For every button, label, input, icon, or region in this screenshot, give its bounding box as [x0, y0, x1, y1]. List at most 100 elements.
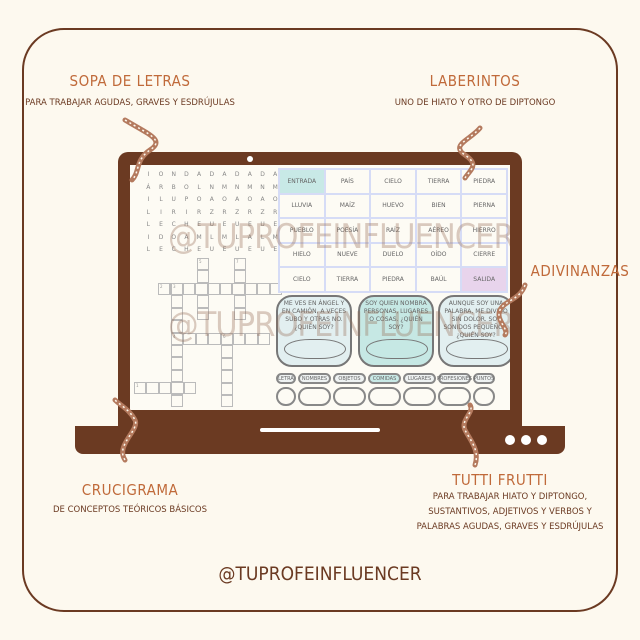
- crossword-cell[interactable]: [257, 333, 271, 346]
- maze-cell[interactable]: POESÍA: [324, 218, 371, 243]
- word-search-letter[interactable]: L: [146, 246, 151, 253]
- word-search-letter[interactable]: U: [209, 246, 214, 253]
- maze-cell[interactable]: ENTRADA: [279, 169, 325, 194]
- maze-cell[interactable]: CIELO: [279, 267, 325, 292]
- word-search-letter[interactable]: L: [210, 233, 214, 241]
- crossword-cell[interactable]: [183, 382, 196, 395]
- word-search-letter[interactable]: O: [171, 233, 177, 241]
- maze-cell[interactable]: PUEBLO: [279, 218, 325, 243]
- crossword-cell[interactable]: [195, 333, 209, 346]
- maze-cell[interactable]: CIELO: [370, 169, 416, 194]
- maze-cell[interactable]: PIERNA: [461, 193, 507, 218]
- maze-cell[interactable]: AÉREO: [415, 218, 462, 243]
- word-search-letter[interactable]: E: [273, 246, 278, 253]
- word-search-letter[interactable]: U: [260, 246, 265, 253]
- word-search-letter[interactable]: R: [222, 208, 227, 216]
- crossword-cell[interactable]: [146, 382, 159, 395]
- crossword-cell[interactable]: [171, 320, 184, 333]
- crossword-cell[interactable]: [197, 295, 210, 308]
- word-search-letter[interactable]: L: [159, 196, 163, 203]
- maze-cell[interactable]: PAÍS: [324, 169, 371, 194]
- maze-cell[interactable]: PIEDRA: [370, 267, 416, 292]
- maze-cell[interactable]: HIELO: [279, 242, 325, 267]
- word-search-letter[interactable]: O: [196, 196, 202, 203]
- crossword-cell[interactable]: [257, 283, 270, 296]
- word-search-letter[interactable]: L: [146, 221, 151, 228]
- word-search-letter[interactable]: I: [147, 233, 150, 241]
- word-search-letter[interactable]: N: [234, 183, 240, 191]
- word-search-letter[interactable]: E: [247, 221, 252, 228]
- crossword-cell[interactable]: [234, 270, 247, 283]
- word-search-letter[interactable]: I: [147, 171, 150, 178]
- word-search-letter[interactable]: M: [272, 183, 278, 191]
- word-search-letter[interactable]: E: [159, 221, 163, 228]
- word-search-letter[interactable]: D: [184, 171, 189, 178]
- word-search-letter[interactable]: U: [234, 246, 240, 253]
- word-search-letter[interactable]: M: [247, 183, 253, 191]
- word-search-letter[interactable]: E: [197, 221, 201, 228]
- word-search-letter[interactable]: Z: [235, 208, 240, 216]
- crossword-cell[interactable]: 4: [171, 333, 184, 346]
- word-search-letter[interactable]: M: [221, 233, 228, 241]
- crossword-cell[interactable]: [195, 283, 208, 296]
- maze-cell[interactable]: SALIDA: [461, 267, 507, 292]
- crossword-cell[interactable]: [220, 283, 233, 296]
- maze-cell[interactable]: DUELO: [370, 242, 416, 267]
- word-search-letter[interactable]: Á: [146, 183, 151, 191]
- word-search-letter[interactable]: U: [171, 196, 176, 203]
- crossword-cell[interactable]: 3: [171, 283, 184, 296]
- word-search-letter[interactable]: Z: [260, 208, 265, 216]
- crossword-cell[interactable]: [197, 270, 210, 283]
- maze-cell[interactable]: MAÍZ: [324, 193, 371, 218]
- word-search-letter[interactable]: L: [146, 208, 151, 216]
- crossword-cell[interactable]: [158, 382, 172, 395]
- word-search-letter[interactable]: L: [260, 233, 265, 241]
- word-search-letter[interactable]: A: [247, 171, 252, 178]
- word-search-letter[interactable]: O: [247, 196, 253, 203]
- maze-cell[interactable]: BAÚL: [415, 267, 462, 292]
- maze-cell[interactable]: NUEVE: [324, 242, 371, 267]
- tutti-answer-field[interactable]: [276, 387, 296, 406]
- word-search-letter[interactable]: A: [273, 171, 278, 178]
- crossword-cell[interactable]: [207, 283, 220, 296]
- maze-cell[interactable]: OÍDO: [415, 242, 462, 267]
- word-search-letter[interactable]: E: [273, 221, 278, 228]
- word-search-letter[interactable]: E: [197, 246, 201, 253]
- tutti-answer-field[interactable]: [473, 387, 495, 406]
- tutti-answer-field[interactable]: [438, 387, 471, 406]
- word-search-letter[interactable]: C: [171, 221, 176, 228]
- word-search-letter[interactable]: A: [222, 171, 227, 178]
- word-search-letter[interactable]: L: [197, 183, 201, 191]
- crossword-cell[interactable]: 7: [234, 258, 247, 271]
- word-search-letter[interactable]: M: [221, 183, 228, 191]
- crossword-cell[interactable]: [221, 370, 234, 383]
- maze-cell[interactable]: HIERRO: [461, 218, 507, 243]
- word-search-letter[interactable]: C: [171, 246, 176, 253]
- crossword-cell[interactable]: [221, 357, 234, 371]
- word-search-letter[interactable]: A: [184, 233, 189, 241]
- word-search-letter[interactable]: R: [171, 208, 176, 216]
- crossword-cell[interactable]: [233, 333, 246, 346]
- word-search-letter[interactable]: I: [147, 196, 150, 203]
- word-search-letter[interactable]: L: [235, 233, 239, 241]
- crossword-cell[interactable]: [221, 345, 234, 358]
- word-search-letter[interactable]: O: [272, 196, 278, 203]
- crossword-cell[interactable]: [197, 307, 210, 320]
- word-search-letter[interactable]: A: [235, 196, 240, 203]
- tutti-answer-field[interactable]: [333, 387, 366, 406]
- tutti-answer-field[interactable]: [298, 387, 331, 406]
- word-search-letter[interactable]: H: [184, 246, 189, 253]
- word-search-letter[interactable]: H: [184, 221, 189, 228]
- word-search-letter[interactable]: N: [260, 183, 265, 191]
- word-search-letter[interactable]: I: [160, 208, 162, 216]
- crossword-cell[interactable]: [171, 357, 184, 370]
- maze-cell[interactable]: TIERRA: [324, 267, 371, 292]
- word-search-letter[interactable]: E: [222, 246, 227, 253]
- word-search-letter[interactable]: O: [184, 183, 189, 191]
- word-search-letter[interactable]: A: [260, 196, 265, 203]
- word-search-letter[interactable]: D: [158, 233, 164, 241]
- crossword-cell[interactable]: 5: [197, 258, 210, 271]
- crossword-cell[interactable]: [221, 395, 234, 408]
- word-search-letter[interactable]: D: [234, 171, 240, 178]
- word-search-letter[interactable]: P: [184, 196, 189, 203]
